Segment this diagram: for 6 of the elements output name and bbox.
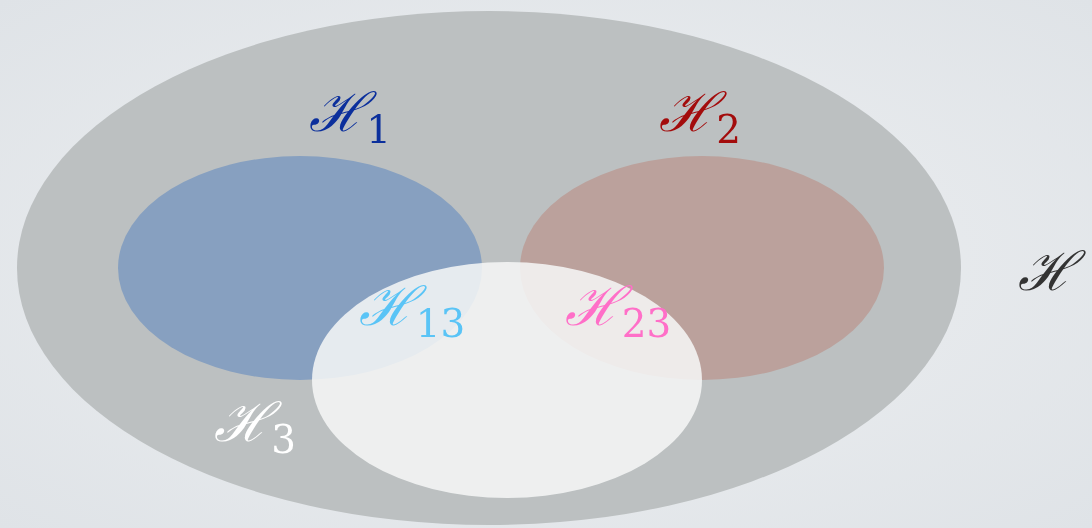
- set-label: ℋ$_{1}$: [308, 82, 392, 154]
- intersection-label: ℋ$_{13}$: [357, 276, 467, 348]
- intersection-label: ℋ$_{23}$: [563, 276, 673, 348]
- set-label: ℋ$_{3}$: [213, 392, 297, 464]
- set-label: ℋ: [1007, 241, 1085, 303]
- set-label: ℋ$_{2}$: [658, 82, 742, 154]
